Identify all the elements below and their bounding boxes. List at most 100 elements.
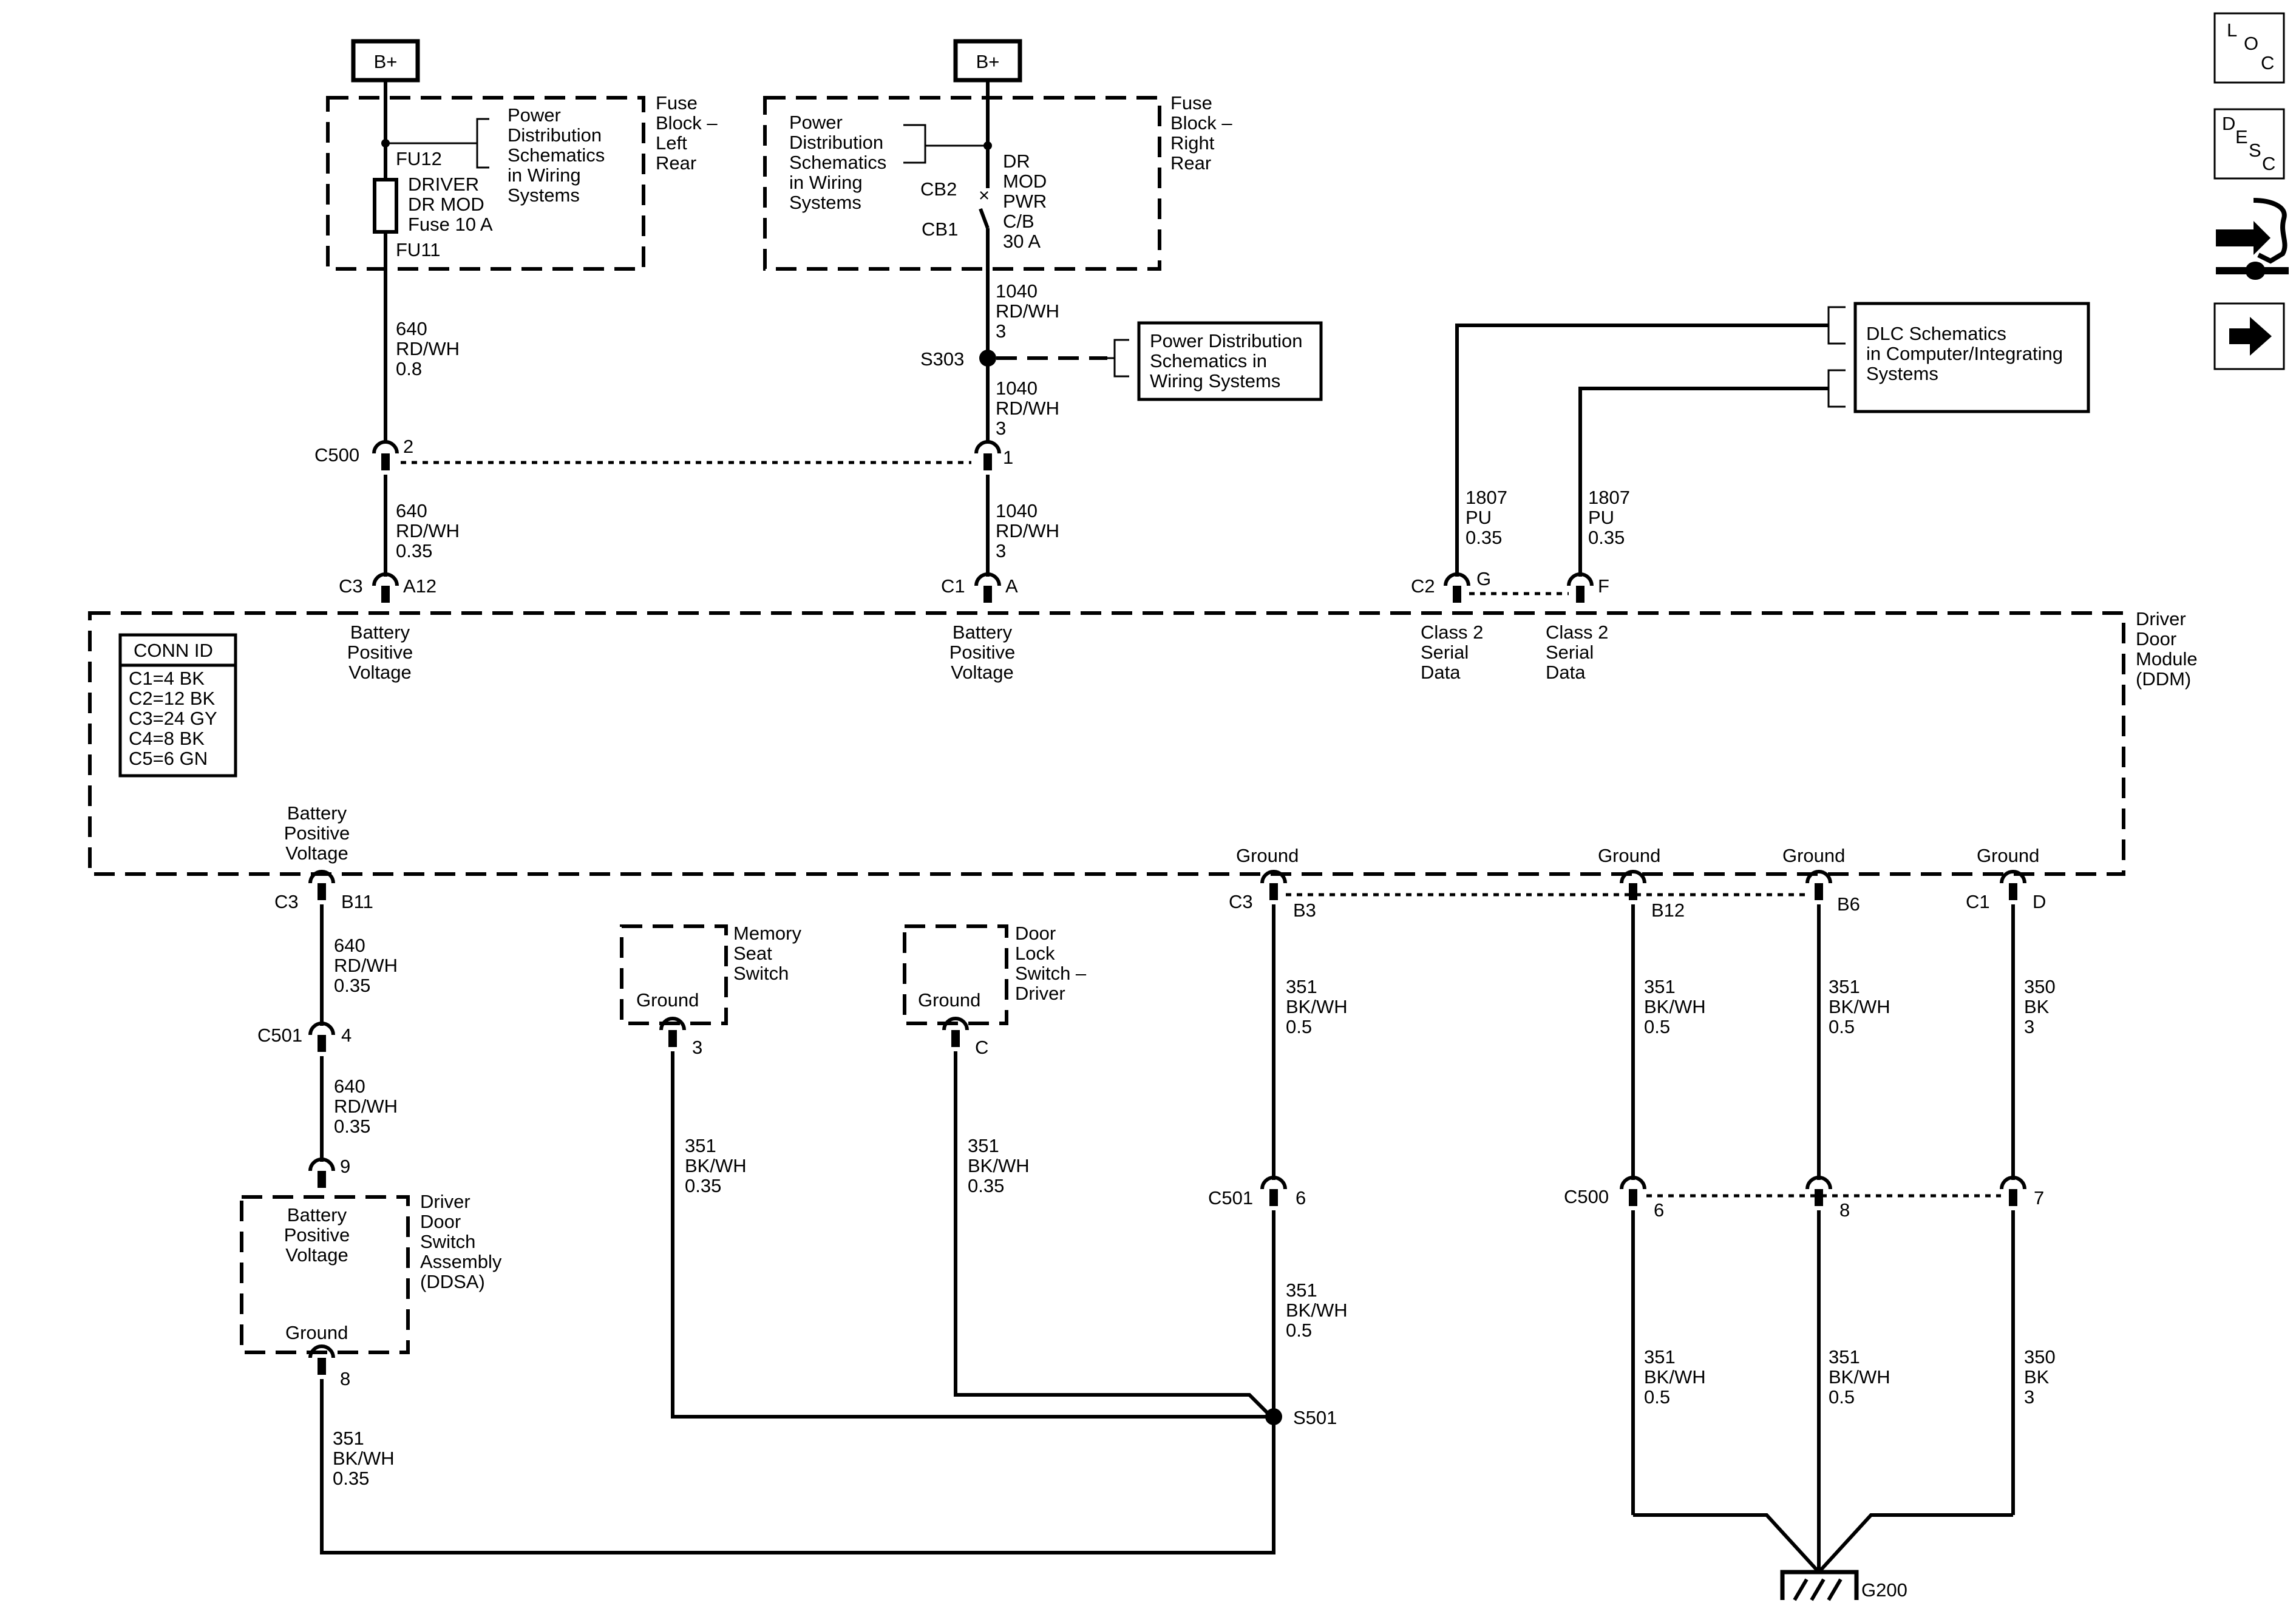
connector-c1-d <box>2002 872 2025 900</box>
pin-label: B12 <box>1651 900 1685 921</box>
label: Ground <box>285 1322 348 1343</box>
splice-s303: S303 <box>920 339 1129 378</box>
label: Ground <box>918 989 980 1011</box>
pin-label: 1 <box>1003 447 1013 468</box>
connector-c500-8 <box>1807 1178 1830 1206</box>
connector-label: C3 <box>339 575 363 597</box>
next-page-button[interactable] <box>2213 302 2285 370</box>
connector-label: C501 <box>257 1025 302 1046</box>
desc-button[interactable]: D E S C <box>2213 108 2285 180</box>
connector-ddsa-9 <box>310 1159 333 1188</box>
pin-function-label: Ground <box>1598 845 1660 866</box>
desc-letter: S <box>2249 140 2261 161</box>
pin-label: 2 <box>403 436 413 457</box>
pin-label: 4 <box>341 1025 352 1046</box>
pin-function-label: Ground <box>1236 845 1299 866</box>
fu12-label: FU12 <box>396 148 442 169</box>
connector-c3-a12 <box>374 574 397 603</box>
pin-label: A <box>1005 575 1018 597</box>
connector-c3-b3 <box>1262 872 1285 900</box>
pin-label: 6 <box>1296 1187 1306 1209</box>
label: Ground <box>636 989 699 1011</box>
ground-label: G200 <box>1861 1579 1907 1601</box>
fu11-label: FU11 <box>396 239 441 260</box>
conn-id-title: CONN ID <box>134 640 213 661</box>
desc-letter: D <box>2222 113 2235 134</box>
desc-letter: E <box>2235 126 2248 147</box>
b-plus-left: B+ <box>351 39 420 83</box>
connector-label: C3 <box>1229 891 1253 912</box>
pin-label: B11 <box>341 891 373 912</box>
connector-b6 <box>1807 872 1830 900</box>
connector-c500-2 <box>374 442 397 470</box>
desc-letter: C <box>2262 153 2275 174</box>
conn-id-box <box>118 633 237 778</box>
pin-function-label: Ground <box>1782 845 1845 866</box>
connector-f <box>1569 574 1592 603</box>
pin-label: B3 <box>1293 900 1316 921</box>
loc-letter: L <box>2227 19 2237 41</box>
connector-c2-g <box>1445 574 1469 603</box>
connector-c1-a <box>976 574 999 603</box>
connector-c500-7 <box>2002 1178 2025 1206</box>
pin-label: 7 <box>2034 1187 2044 1209</box>
connector-label: C1 <box>941 575 965 597</box>
loc-letter: O <box>2244 33 2258 54</box>
connector-label: C2 <box>1411 575 1435 597</box>
fuse-symbol <box>373 178 398 234</box>
splice-s501: S501 <box>1265 1407 1337 1428</box>
pin-label: 3 <box>692 1037 702 1058</box>
connector-c3-b11 <box>310 872 333 900</box>
loc-button[interactable]: L O C <box>2213 12 2285 84</box>
connector-c501-4 <box>310 1023 333 1052</box>
label: B+ <box>374 51 398 72</box>
pin-label: 9 <box>340 1156 350 1177</box>
breaker-x-icon: × <box>979 185 990 206</box>
pin-label: 6 <box>1654 1199 1664 1221</box>
pin-label: C <box>975 1037 988 1058</box>
cb1-label: CB1 <box>922 219 958 240</box>
connector-c500-6 <box>1622 1178 1645 1206</box>
ground-g200-icon: G200 <box>1780 1570 1907 1601</box>
connector-tool-icon[interactable] <box>2216 198 2289 280</box>
pin-label: B6 <box>1837 893 1860 915</box>
pin-label: 8 <box>1839 1199 1850 1221</box>
connector-c500-1 <box>976 442 999 470</box>
